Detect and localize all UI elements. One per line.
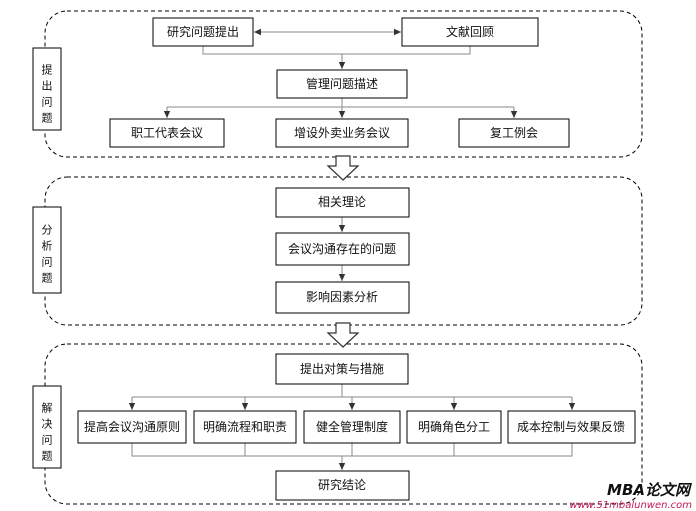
stage-char: 题	[42, 450, 53, 463]
stage-char: 分	[42, 224, 53, 237]
node-system: 健全管理制度	[303, 410, 401, 444]
stage-char: 出	[42, 79, 53, 93]
node-staff-meeting: 职工代表会议	[109, 118, 225, 148]
svg-text:明确角色分工: 明确角色分工	[418, 420, 490, 434]
node-roles: 明确角色分工	[406, 410, 502, 444]
svg-text:相关理论: 相关理论	[318, 195, 366, 209]
stage-transition-arrow	[326, 322, 360, 348]
svg-text:职工代表会议: 职工代表会议	[131, 126, 203, 140]
svg-text:提高会议沟通原则: 提高会议沟通原则	[84, 419, 180, 434]
node-takeout-meeting: 增设外卖业务会议	[275, 118, 409, 148]
svg-text:文献回顾: 文献回顾	[446, 24, 494, 39]
node-conclusion: 研究结论	[275, 470, 410, 501]
node-process: 明确流程和职责	[193, 410, 297, 444]
svg-text:提出对策与措施: 提出对策与措施	[300, 361, 384, 376]
svg-text:成本控制与效果反馈: 成本控制与效果反馈	[517, 419, 625, 434]
svg-text:影响因素分析: 影响因素分析	[306, 289, 378, 304]
node-resumption-meeting: 复工例会	[458, 118, 570, 148]
svg-text:管理问题描述: 管理问题描述	[306, 76, 378, 91]
node-literature-review: 文献回顾	[401, 17, 539, 47]
node-principle: 提高会议沟通原则	[77, 410, 187, 444]
svg-text:会议沟通存在的问题: 会议沟通存在的问题	[288, 241, 396, 256]
watermark-url: www.51mbalunwen.com	[569, 500, 692, 511]
merge-connector	[202, 46, 471, 55]
stage-char: 决	[42, 418, 53, 431]
stage-label-solve: 解 决 问 题	[32, 385, 62, 469]
stage-char: 析	[42, 239, 53, 253]
node-problem-description: 管理问题描述	[276, 69, 408, 99]
node-related-theory: 相关理论	[275, 187, 410, 218]
node-countermeasures: 提出对策与措施	[275, 353, 409, 385]
watermark-logo: MBA论文网	[607, 481, 693, 499]
stage-label-analyze: 分 析 问 题	[32, 206, 62, 294]
node-research-question: 研究问题提出	[152, 17, 254, 47]
stage-char: 解	[42, 401, 53, 415]
svg-text:复工例会: 复工例会	[490, 126, 538, 140]
node-meeting-problems: 会议沟通存在的问题	[275, 232, 410, 266]
stage-char: 问	[42, 434, 53, 447]
stage-transition-arrow	[326, 155, 360, 181]
stage-char: 题	[42, 112, 53, 125]
svg-text:健全管理制度: 健全管理制度	[316, 419, 388, 434]
svg-text:研究问题提出: 研究问题提出	[167, 24, 239, 39]
stage-label-raise: 提 出 问 题	[32, 47, 62, 131]
svg-text:增设外卖业务会议: 增设外卖业务会议	[294, 125, 390, 140]
stage-frame-raise	[44, 10, 643, 158]
stage-char: 问	[42, 96, 53, 109]
stage-char: 题	[42, 272, 53, 285]
node-factor-analysis: 影响因素分析	[275, 281, 410, 314]
svg-text:研究结论: 研究结论	[318, 477, 366, 492]
stage-char: 提	[42, 64, 53, 77]
svg-text:明确流程和职责: 明确流程和职责	[203, 419, 287, 434]
stage-char: 问	[42, 256, 53, 269]
node-cost: 成本控制与效果反馈	[507, 410, 636, 444]
